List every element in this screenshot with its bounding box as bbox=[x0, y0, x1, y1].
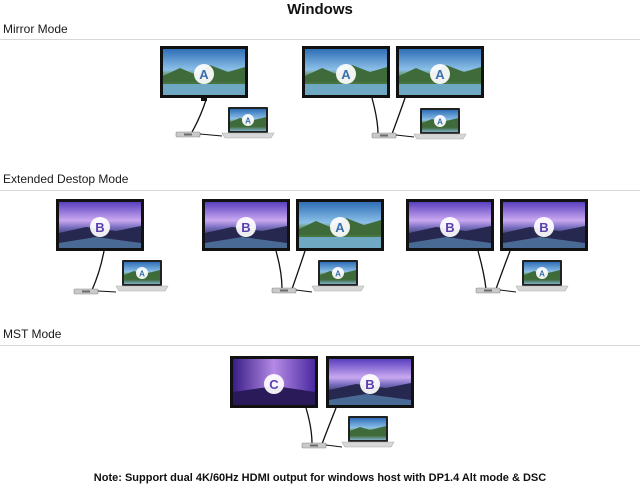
mst-setup bbox=[230, 356, 414, 449]
screen-label-a: A bbox=[139, 270, 145, 279]
screen-badges: A A A A A B A B A A B B A C B bbox=[90, 64, 554, 394]
cable bbox=[321, 407, 337, 445]
cable bbox=[91, 250, 105, 291]
screen-label-a: A bbox=[437, 118, 443, 127]
dock-icon bbox=[301, 442, 327, 449]
extended-setup-dual-b bbox=[406, 199, 588, 294]
mirror-setup-dual bbox=[302, 46, 484, 140]
section-divider bbox=[0, 190, 640, 191]
dock-icon bbox=[175, 131, 201, 138]
screen-label-b: B bbox=[539, 220, 548, 235]
section-label-mst: MST Mode bbox=[3, 327, 62, 341]
screen-label-b: B bbox=[95, 220, 104, 235]
screen-label-a: A bbox=[335, 270, 341, 279]
cable bbox=[305, 407, 313, 445]
extended-setup-dual bbox=[202, 199, 384, 294]
dock-icon bbox=[475, 287, 501, 294]
screen-label-a: A bbox=[199, 67, 209, 82]
cable bbox=[275, 250, 283, 290]
section-label-extended: Extended Destop Mode bbox=[3, 172, 129, 186]
cable bbox=[495, 250, 511, 290]
section-divider bbox=[0, 39, 640, 40]
cable bbox=[391, 97, 406, 135]
screen-label-b: B bbox=[241, 220, 250, 235]
cable bbox=[191, 99, 207, 133]
cable bbox=[371, 97, 379, 135]
screen-label-a: A bbox=[335, 220, 345, 235]
page-title: Windows bbox=[287, 1, 353, 18]
dock-icon bbox=[73, 288, 99, 295]
section-label-mirror: Mirror Mode bbox=[3, 22, 68, 36]
footnote: Note: Support dual 4K/60Hz HDMI output f… bbox=[93, 472, 547, 484]
screen-label-a: A bbox=[539, 270, 545, 279]
cable bbox=[477, 250, 487, 290]
screen-label-a: A bbox=[341, 67, 351, 82]
cable bbox=[291, 250, 306, 290]
screen-label-a: A bbox=[245, 117, 251, 126]
dock-icon bbox=[371, 132, 397, 139]
screen-label-b: B bbox=[445, 220, 454, 235]
extended-setup-single bbox=[56, 199, 169, 295]
screen-label-a: A bbox=[435, 67, 445, 82]
laptop-icon bbox=[341, 415, 395, 448]
mirror-setup-single bbox=[160, 46, 275, 139]
screen-label-b: B bbox=[365, 377, 374, 392]
dock-icon bbox=[271, 287, 297, 294]
screen-label-c: C bbox=[269, 377, 279, 392]
section-divider bbox=[0, 345, 640, 346]
